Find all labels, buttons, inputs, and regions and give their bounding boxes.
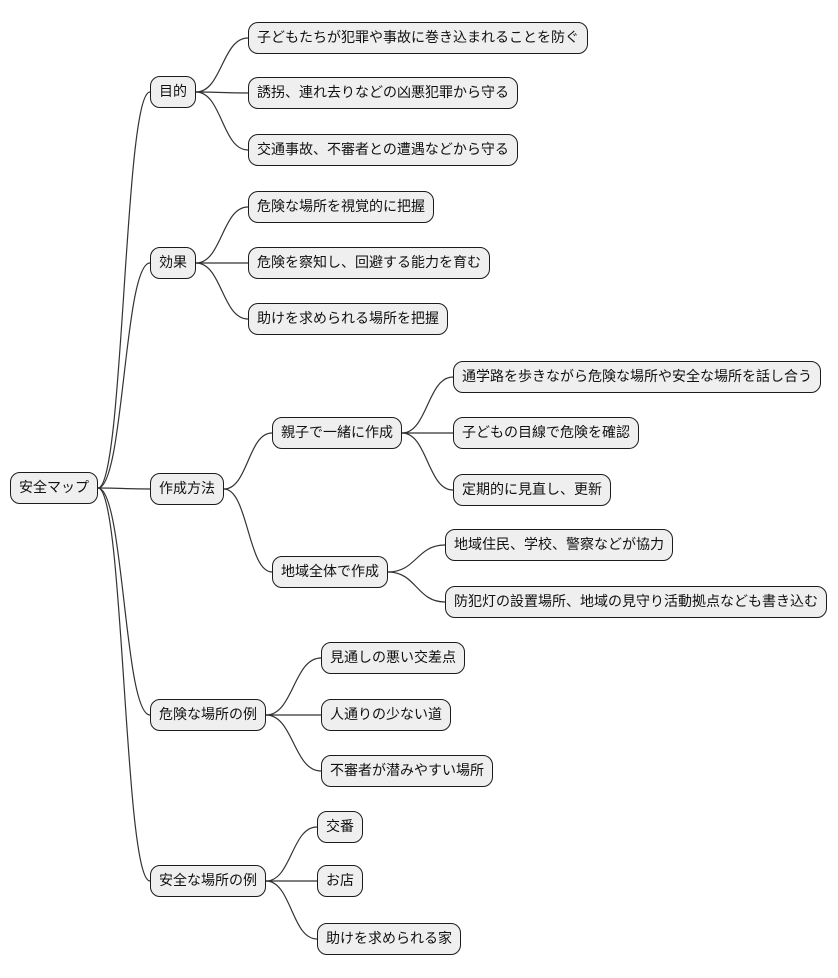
node-dangerous-places-child-1: 見通しの悪い交差点	[321, 642, 465, 674]
edge-n-method-community-n-method-community-1	[387, 544, 446, 573]
edge-n-root-n-purpose	[97, 91, 151, 489]
edge-n-danger-n-danger-3	[265, 714, 322, 772]
node-community-creation-child-1: 地域住民、学校、警察などが協力	[445, 529, 673, 561]
edge-n-method-n-method-community	[223, 488, 273, 573]
node-parent-child-creation: 親子で一緒に作成	[272, 417, 402, 449]
edge-n-effect-n-effect-1	[195, 206, 249, 264]
node-dangerous-places-child-2: 人通りの少ない道	[321, 699, 451, 731]
node-effect-child-3: 助けを求められる場所を把握	[248, 303, 448, 335]
node-effect: 効果	[150, 247, 196, 279]
node-effect-child-1: 危険な場所を視覚的に把握	[248, 191, 434, 223]
node-effect-child-2: 危険を察知し、回避する能力を育む	[248, 247, 490, 279]
node-root-safety-map: 安全マップ	[10, 472, 98, 504]
node-dangerous-places-child-3: 不審者が潜みやすい場所	[321, 755, 493, 787]
node-parent-child-creation-child-1: 通学路を歩きながら危険な場所や安全な場所を話し合う	[453, 361, 821, 393]
node-purpose-child-3: 交通事故、不審者との遭遇などから守る	[248, 134, 518, 166]
edge-n-purpose-n-purpose-1	[195, 37, 249, 93]
node-community-creation: 地域全体で作成	[272, 556, 388, 588]
node-purpose-child-2: 誘拐、連れ去りなどの凶悪犯罪から守る	[248, 77, 518, 109]
node-purpose: 目的	[150, 76, 196, 108]
edge-n-method-family-n-method-family-1	[401, 376, 454, 434]
edge-n-root-n-method	[97, 487, 151, 490]
edge-n-purpose-n-purpose-3	[195, 91, 249, 151]
node-dangerous-places: 危険な場所の例	[150, 699, 266, 731]
edge-n-method-n-method-family	[223, 432, 273, 490]
edge-n-root-n-safe	[97, 487, 151, 882]
edge-n-root-n-danger	[97, 487, 151, 716]
edge-n-purpose-n-purpose-2	[195, 91, 249, 94]
edge-n-danger-n-danger-1	[265, 657, 322, 716]
node-safe-places: 安全な場所の例	[150, 865, 266, 897]
edge-n-safe-n-safe-3	[265, 880, 318, 940]
node-parent-child-creation-child-3: 定期的に見直し、更新	[453, 474, 611, 506]
edge-n-method-community-n-method-community-2	[387, 571, 446, 603]
node-creation-method: 作成方法	[150, 473, 224, 505]
edge-n-root-n-effect	[97, 262, 151, 489]
node-community-creation-child-2: 防犯灯の設置場所、地域の見守り活動拠点なども書き込む	[445, 586, 827, 618]
edge-n-safe-n-safe-1	[265, 826, 318, 882]
node-safe-places-child-1: 交番	[317, 811, 363, 843]
node-safe-places-child-2: お店	[317, 865, 363, 897]
edge-n-method-family-n-method-family-3	[401, 432, 454, 491]
node-safe-places-child-3: 助けを求められる家	[317, 923, 461, 955]
node-parent-child-creation-child-2: 子どもの目線で危険を確認	[453, 417, 639, 449]
node-purpose-child-1: 子どもたちが犯罪や事故に巻き込まれることを防ぐ	[248, 22, 588, 54]
edge-n-effect-n-effect-3	[195, 262, 249, 320]
